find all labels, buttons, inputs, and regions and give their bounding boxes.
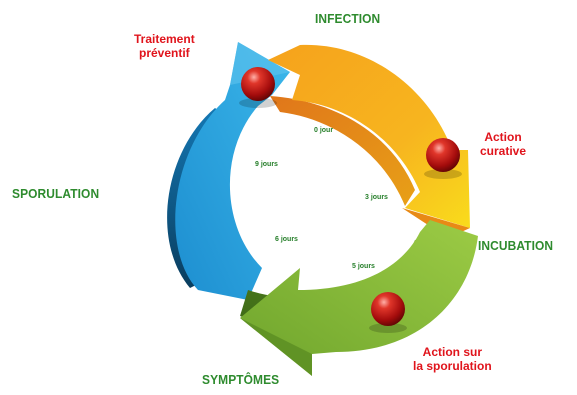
orange-arrow <box>268 44 470 228</box>
marker-curative <box>424 138 462 179</box>
phase-infection: INFECTION <box>315 11 381 26</box>
day-6: 6 jours <box>275 236 298 243</box>
action-curative-line2: curative <box>480 144 527 158</box>
action-sporulation-label: Action sur la sporulation <box>413 345 492 373</box>
blue-arrow <box>175 42 290 300</box>
day-5: 5 jours <box>352 263 375 270</box>
action-sporulation-line2: la sporulation <box>413 359 492 373</box>
phase-sporulation: SPORULATION <box>12 186 100 201</box>
marker-preventif <box>239 67 277 108</box>
green-arrow <box>240 220 478 376</box>
action-preventif-label: Traitement préventif <box>134 32 195 60</box>
day-3: 3 jours <box>365 194 388 201</box>
day-0: 0 jour <box>314 127 334 134</box>
day-9: 9 jours <box>255 161 278 168</box>
phase-symptomes: SYMPTÔMES <box>202 372 280 387</box>
marker-sporulation <box>369 292 407 333</box>
action-preventif-line2: préventif <box>139 46 190 60</box>
action-curative-line1: Action <box>484 130 522 144</box>
action-sporulation-line1: Action sur <box>422 345 483 359</box>
action-curative-label: Action curative <box>480 130 526 158</box>
phase-incubation: INCUBATION <box>478 238 554 253</box>
orange-arrow-side <box>270 96 415 206</box>
action-preventif-line1: Traitement <box>134 32 195 46</box>
